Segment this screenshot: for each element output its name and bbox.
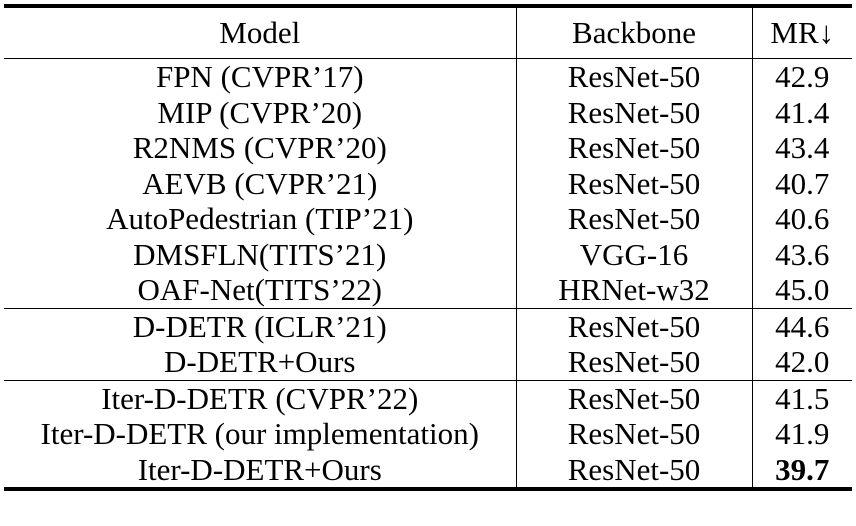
table-row: AutoPedestrian (TIP’21)ResNet-50 40.6 (4, 201, 852, 237)
cell-backbone: ResNet-50 (516, 201, 753, 237)
cell-backbone: ResNet-50 (516, 130, 753, 166)
cell-backbone: ResNet-50 (516, 165, 753, 201)
cell-model: OAF-Net(TITS’22) (4, 272, 517, 308)
cell-mr: 40.7 (775, 165, 830, 201)
cell-mr: 44.6 (752, 307, 852, 344)
cell-mr: 39.7 (752, 451, 852, 491)
cell-backbone: ResNet-50 (516, 307, 753, 344)
cell-mr: 45.0 (775, 272, 830, 307)
cell-model: Iter-D-DETR+Ours (4, 451, 517, 491)
cell-model: AEVB (CVPR’21) (4, 165, 517, 201)
cell-mr: 42.0 (775, 344, 830, 379)
table-header: Model Backbone MR↓ (4, 4, 852, 59)
results-table: Model Backbone MR↓ FPN (CVPR’17)ResNet-5… (4, 4, 852, 491)
cell-mr: 42.9 (752, 58, 852, 95)
cell-mr: 43.4 (775, 130, 830, 165)
cell-backbone: ResNet-50 (516, 344, 753, 380)
cell-mr: 43.6 (775, 236, 830, 272)
cell-backbone: HRNet-w32 (516, 272, 753, 308)
table-row: MIP (CVPR’20)ResNet-50 41.4 (4, 94, 852, 130)
cell-mr: 40.6 (775, 201, 830, 236)
cell-mr: 41.9 (775, 416, 830, 451)
cell-model: D-DETR (ICLR’21) (4, 307, 517, 344)
table-row: AEVB (CVPR’21)ResNet-50 40.7 (4, 165, 852, 201)
cell-model: AutoPedestrian (TIP’21) (4, 201, 517, 237)
header-backbone: Backbone (516, 4, 753, 59)
cell-backbone: VGG-16 (516, 236, 753, 272)
header-row: Model Backbone MR↓ (4, 4, 852, 59)
cell-model: Iter-D-DETR (our implementation) (4, 416, 517, 452)
cell-model: DMSFLN(TITS’21) (4, 236, 517, 272)
cell-model: Iter-D-DETR (CVPR’22) (4, 379, 517, 416)
cell-model: MIP (CVPR’20) (4, 94, 517, 130)
header-model: Model (4, 4, 517, 59)
cell-mr: 41.4 (775, 94, 830, 130)
cell-backbone: ResNet-50 (516, 416, 753, 452)
cell-backbone: ResNet-50 (516, 379, 753, 416)
table-row: OAF-Net(TITS’22)HRNet-w32 45.0 (4, 272, 852, 308)
table-row: R2NMS (CVPR’20)ResNet-50 43.4 (4, 130, 852, 166)
cell-model: FPN (CVPR’17) (4, 58, 517, 95)
header-mr: MR↓ (752, 4, 852, 59)
table-row: Iter-D-DETR (our implementation)ResNet-5… (4, 416, 852, 452)
cell-mr: 41.5 (752, 379, 852, 416)
cell-backbone: ResNet-50 (516, 451, 753, 491)
table-row: DMSFLN(TITS’21)VGG-16 43.6 (4, 236, 852, 272)
cell-backbone: ResNet-50 (516, 58, 753, 95)
cell-model: R2NMS (CVPR’20) (4, 130, 517, 166)
cell-model: D-DETR+Ours (4, 344, 517, 380)
cell-backbone: ResNet-50 (516, 94, 753, 130)
results-table-container: Model Backbone MR↓ FPN (CVPR’17)ResNet-5… (4, 4, 852, 491)
